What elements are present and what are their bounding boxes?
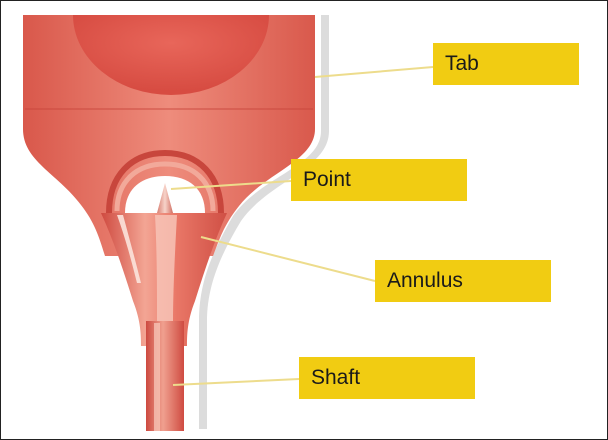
tab-label: Tab <box>433 43 579 85</box>
annulus-leader-line <box>201 237 375 281</box>
tab-leader-line <box>315 67 433 77</box>
point-label-text: Point <box>303 168 351 192</box>
shaft-leader-line <box>173 379 299 385</box>
shaft-highlight <box>154 323 160 431</box>
shaft-label: Shaft <box>299 357 475 399</box>
shaft-body <box>146 321 184 431</box>
tab-label-text: Tab <box>445 52 479 76</box>
annulus-label-text: Annulus <box>387 269 463 293</box>
annulus-label: Annulus <box>375 260 551 302</box>
point-label: Point <box>291 159 467 201</box>
shaft-label-text: Shaft <box>311 366 360 390</box>
